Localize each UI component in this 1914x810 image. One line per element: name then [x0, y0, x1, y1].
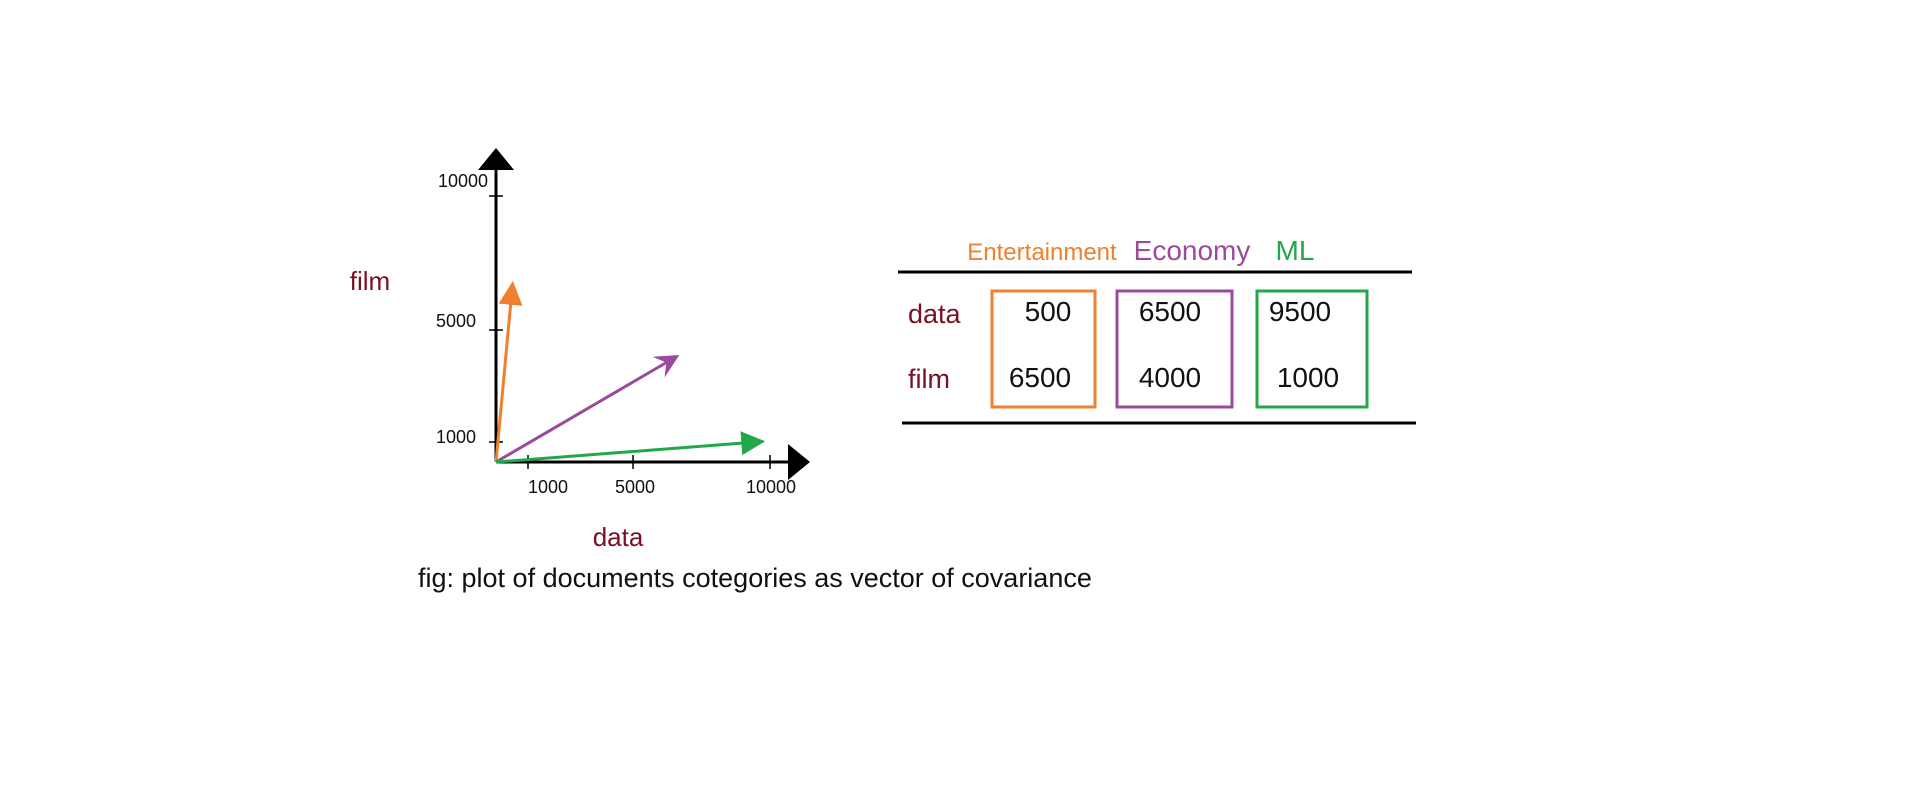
x-tick-label: 5000 [615, 477, 655, 497]
table-cell: 4000 [1139, 362, 1201, 393]
table-cell: 9500 [1269, 296, 1331, 327]
x-axis-title: data [593, 522, 644, 552]
y-tick-label: 5000 [436, 311, 476, 331]
vector-plot: 1000 5000 10000 1000 5000 10000 film dat… [350, 148, 810, 552]
data-table: Entertainment Economy ML data film 500 6… [898, 235, 1416, 425]
table-header-ml: ML [1276, 235, 1315, 266]
table-header-entertainment: Entertainment [967, 239, 1117, 266]
table-cell: 6500 [1139, 296, 1201, 327]
x-tick-label: 10000 [746, 477, 796, 497]
table-header-economy: Economy [1134, 235, 1251, 266]
column-box-entertainment [990, 289, 1097, 409]
y-tick-label: 1000 [436, 427, 476, 447]
column-box-ml [1255, 289, 1369, 409]
table-cell: 1000 [1277, 362, 1339, 393]
table-row-label-data: data [908, 299, 962, 329]
x-axis-arrowhead [788, 444, 810, 480]
x-tick-label: 1000 [528, 477, 568, 497]
vector-entertainment [494, 280, 523, 463]
table-cell: 500 [1025, 296, 1072, 327]
vector-economy [495, 354, 680, 464]
table-row-label-film: film [908, 364, 950, 394]
column-box-economy [1115, 289, 1234, 409]
table-cell: 6500 [1009, 362, 1071, 393]
vector-ml [495, 431, 766, 464]
figure-caption: fig: plot of documents cotegories as vec… [418, 563, 1092, 593]
y-axis-arrowhead [478, 148, 514, 170]
y-tick-label: 10000 [438, 171, 488, 191]
y-axis-title: film [350, 266, 390, 296]
